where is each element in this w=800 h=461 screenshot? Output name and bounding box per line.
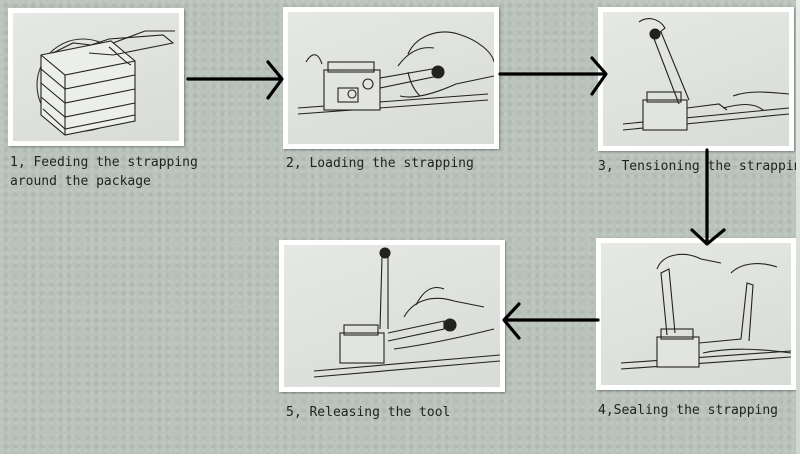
step-3-caption: 3, Tensioning the strappin	[598, 159, 800, 174]
step-2-caption: 2, Loading the strapping	[286, 156, 474, 171]
step-1-panel	[8, 8, 184, 146]
step-4-caption: 4,Sealing the strapping	[598, 403, 779, 418]
tool-loading-illustration	[288, 12, 494, 144]
step-4-panel	[596, 238, 796, 390]
arrow-step4-to-step5	[502, 302, 600, 340]
step-1-caption-line2: around the package	[10, 174, 151, 189]
step-5-panel	[279, 240, 505, 392]
arrow-step3-to-step4	[690, 148, 726, 246]
step-2-panel	[283, 7, 499, 149]
step-5-caption: 5, Releasing the tool	[286, 405, 451, 420]
tool-sealing-illustration	[601, 243, 791, 385]
arrow-step1-to-step2	[186, 60, 284, 100]
tool-releasing-illustration	[284, 245, 500, 387]
arrow-step2-to-step3	[498, 56, 608, 96]
box-wrap-illustration	[13, 13, 179, 141]
tool-tensioning-illustration	[603, 12, 789, 146]
step-3-panel	[598, 7, 794, 151]
bottom-edge-strip	[0, 454, 800, 461]
step-1-caption-line1: 1, Feeding the strapping	[10, 155, 198, 170]
right-edge-strip	[796, 0, 800, 454]
